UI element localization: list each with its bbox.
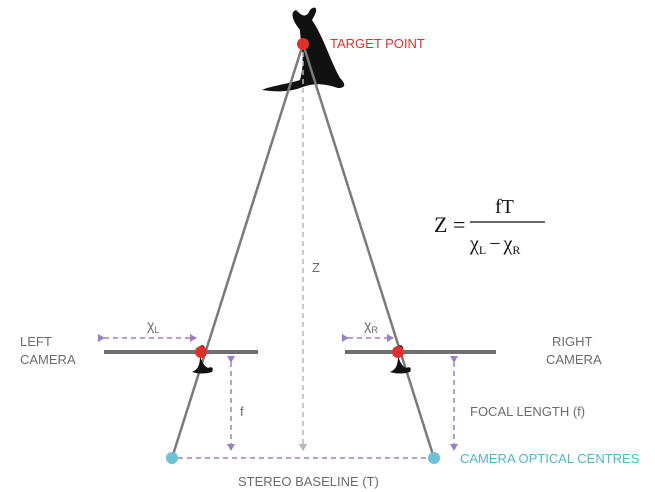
left-image-point-dot: [195, 346, 207, 358]
formula-numerator: fT: [495, 196, 514, 218]
xl-label: χL: [147, 317, 159, 335]
formula-lhs: Z =: [434, 212, 465, 237]
right-ray: [301, 43, 436, 459]
right-optical-centre-dot: [428, 452, 440, 464]
depth-formula: Z = fT χL−χR: [434, 196, 545, 257]
formula-denominator: χL−χR: [469, 233, 520, 257]
right-image-point-dot: [392, 346, 404, 358]
depth-z-label: Z: [312, 260, 320, 275]
left-camera-label-line2: CAMERA: [20, 352, 76, 367]
camera-optical-centres-label: CAMERA OPTICAL CENTRES: [460, 451, 640, 466]
right-camera-label-line2: CAMERA: [546, 352, 602, 367]
left-camera-label-line1: LEFT: [20, 334, 52, 349]
right-camera-label-line1: RIGHT: [552, 334, 593, 349]
focal-f-label: f: [240, 404, 244, 419]
left-ray: [170, 43, 305, 459]
xr-label: χR: [364, 317, 378, 335]
left-optical-centre-dot: [166, 452, 178, 464]
focal-length-label: FOCAL LENGTH (f): [470, 404, 585, 419]
stereo-baseline-label: STEREO BASELINE (T): [238, 474, 379, 489]
target-point-dot: [297, 38, 309, 50]
target-point-label: TARGET POINT: [330, 36, 425, 51]
